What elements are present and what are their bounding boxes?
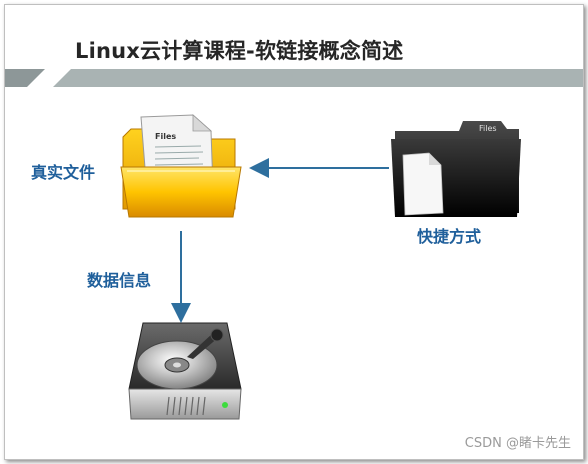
band-left-stripe [5,69,45,87]
arrows-layer [171,158,389,323]
shortcut-label: 快捷方式 [417,227,482,246]
shortcut-doc-sheet [402,152,444,216]
title-band [5,69,583,87]
folder-doc-label: Files [155,132,176,141]
hard-drive-icon [128,322,242,420]
drive-led-icon [222,402,228,408]
black-folder-label: Files [479,124,497,133]
shortcut-folder-icon: Files [391,121,521,217]
page-title: Linux云计算课程-软链接概念简述 [75,39,404,63]
data-info-label: 数据信息 [87,271,152,290]
watermark: CSDN @睹卡先生 [464,436,571,451]
slide: Linux云计算课程-软链接概念简述 Files [4,4,584,460]
real-file-label: 真实文件 [31,163,96,182]
real-file-folder-icon: Files [120,114,242,218]
band-main [53,69,583,87]
